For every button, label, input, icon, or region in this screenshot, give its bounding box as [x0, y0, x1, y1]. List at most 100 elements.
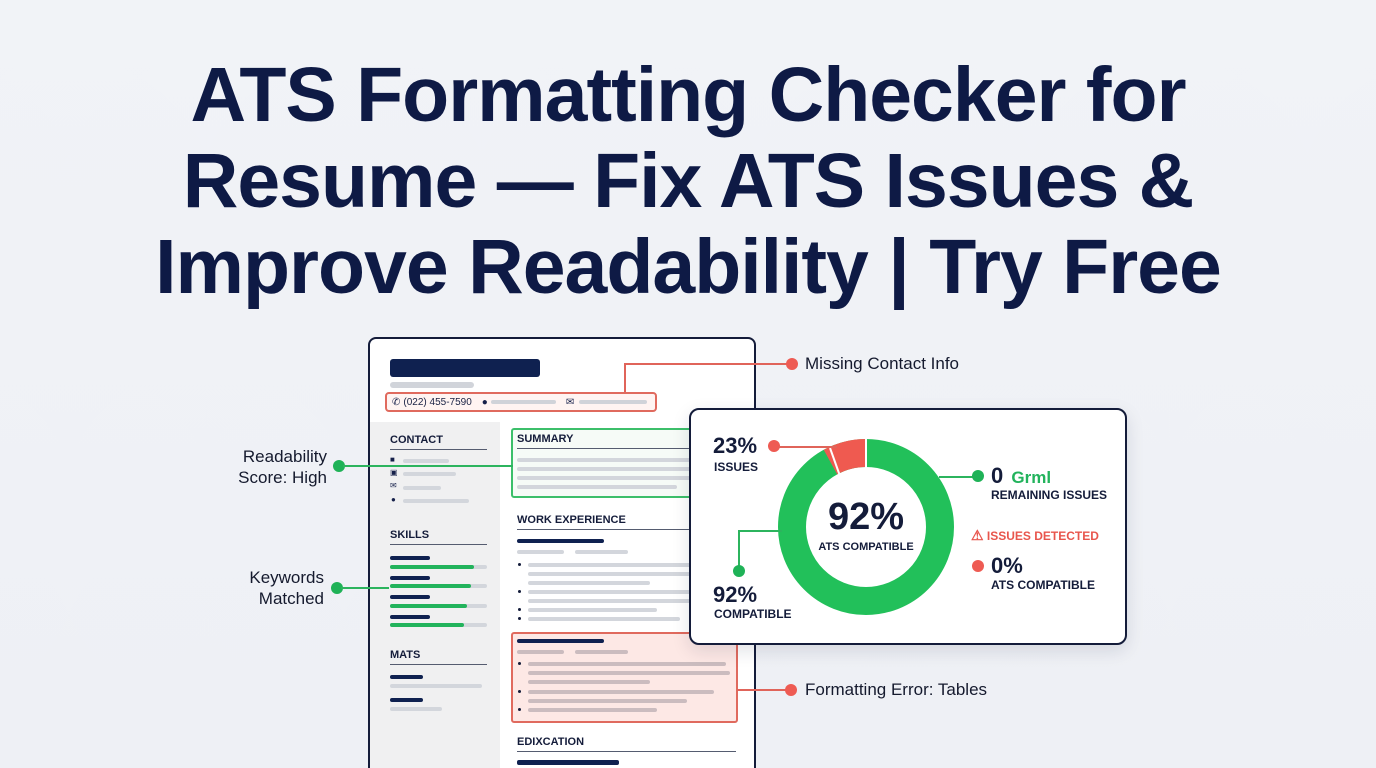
compatible-dot	[733, 565, 745, 577]
callout-readability-line1: Readability	[242, 447, 327, 466]
phone-number: (022) 455-7590	[403, 396, 472, 408]
warning-label: ISSUES DETECTED	[986, 529, 1099, 543]
placeholder-line	[528, 590, 748, 594]
remaining-count: 0	[991, 463, 1004, 488]
resume-sidebar: CONTACT ■ ▣ ✉ ● SKILLS MATS	[370, 422, 500, 768]
issues-detected-warning: ⚠ ISSUES DETECTED	[971, 527, 1099, 544]
remaining-value: 0 Grml	[991, 463, 1051, 489]
center-score: 92%	[827, 496, 905, 538]
placeholder-line	[390, 684, 482, 688]
readability-dot	[333, 460, 345, 472]
skill-level	[390, 565, 474, 569]
remaining-dot	[972, 470, 984, 482]
placeholder-line	[517, 467, 749, 471]
ats-dot	[972, 560, 984, 572]
section-contact: CONTACT	[390, 434, 443, 446]
placeholder-line	[528, 572, 748, 576]
skill-level	[390, 584, 471, 588]
person-icon: ■	[390, 455, 395, 464]
placeholder-line	[528, 690, 714, 694]
center-label: ATS COMPATIBLE	[818, 541, 914, 553]
ats-score-card: 92% ATS COMPATIBLE 23% ISSUES 92% COMPAT…	[689, 408, 1127, 645]
resume-name-placeholder	[390, 359, 540, 377]
skill-label	[390, 595, 430, 599]
connector-line	[738, 530, 782, 532]
email-placeholder	[579, 400, 648, 404]
placeholder-line	[403, 472, 456, 476]
placeholder-line	[517, 485, 677, 489]
missing-contact-dot	[786, 358, 798, 370]
placeholder-line	[528, 563, 748, 567]
placeholder-line	[517, 650, 564, 654]
ats-donut-chart	[778, 438, 954, 615]
bullet	[518, 617, 521, 620]
placeholder-line	[528, 708, 657, 712]
section-skills: SKILLS	[390, 529, 430, 541]
callout-keywords-line1: Keywords	[249, 568, 324, 587]
placeholder-line	[528, 699, 687, 703]
connector-line	[939, 476, 975, 478]
section-mats: MATS	[390, 649, 421, 661]
connector-line	[624, 363, 792, 365]
mail-icon: ✉	[390, 481, 397, 490]
divider	[390, 449, 487, 450]
connector-line	[343, 465, 513, 467]
warning-icon: ⚠	[971, 527, 984, 543]
issues-label: ISSUES	[714, 460, 759, 474]
divider	[517, 529, 749, 530]
placeholder-line	[575, 550, 628, 554]
placeholder-line	[517, 458, 749, 462]
remaining-unit: Grml	[1011, 468, 1052, 487]
divider	[517, 448, 749, 449]
bullet	[518, 590, 521, 593]
skill-label	[390, 556, 430, 560]
section-education: EDIXCATION	[517, 736, 585, 748]
placeholder-line	[528, 671, 730, 675]
divider	[390, 544, 487, 545]
bullet	[518, 563, 521, 566]
skill-label	[390, 576, 430, 580]
compatible-value: 92%	[713, 582, 758, 607]
title-line-2: Resume — Fix ATS Issues &	[182, 138, 1195, 224]
ats-value: 0%	[991, 553, 1023, 578]
job-title-placeholder	[517, 639, 604, 643]
placeholder-line	[528, 662, 726, 666]
location-pin-icon: ●	[481, 396, 488, 408]
connector-line	[341, 587, 389, 589]
skill-level	[390, 623, 464, 627]
callout-readability: Readability Score: High	[200, 446, 327, 488]
section-summary: SUMMARY	[517, 433, 574, 445]
placeholder-line	[403, 459, 449, 463]
connector-line	[624, 363, 626, 392]
email-icon: ✉	[565, 396, 575, 408]
remaining-label: REMAINING ISSUES	[991, 488, 1108, 502]
placeholder-line	[528, 608, 657, 612]
keywords-dot	[331, 582, 343, 594]
issues-value: 23%	[713, 433, 758, 458]
phone-icon: ✆	[392, 396, 401, 408]
page-title: ATS Formatting Checker for Resume — Fix …	[0, 52, 1376, 310]
placeholder-line	[528, 599, 748, 603]
formatting-error-dot	[785, 684, 797, 696]
callout-readability-line2: Score: High	[238, 468, 327, 487]
divider	[390, 664, 487, 665]
contact-info-row: ✆ (022) 455-7590 ● ✉	[385, 392, 657, 412]
placeholder-line	[517, 476, 749, 480]
skill-level	[390, 604, 467, 608]
resume-document: ✆ (022) 455-7590 ● ✉ CONTACT ■ ▣ ✉ ● SKI…	[368, 337, 756, 768]
placeholder-line	[575, 650, 628, 654]
job-title-placeholder	[517, 539, 604, 543]
bullet	[518, 690, 521, 693]
placeholder-line	[528, 581, 650, 585]
title-line-3: Improve Readability | Try Free	[155, 224, 1222, 310]
callout-formatting-error: Formatting Error: Tables	[805, 680, 988, 699]
placeholder-line	[390, 675, 423, 679]
formatting-error-highlight	[511, 632, 738, 723]
bullet	[518, 662, 521, 665]
placeholder-line	[390, 707, 442, 711]
placeholder-line	[517, 550, 564, 554]
bullet	[518, 608, 521, 611]
skill-label	[390, 615, 430, 619]
location-icon: ●	[391, 495, 396, 504]
placeholder-line	[403, 499, 469, 503]
